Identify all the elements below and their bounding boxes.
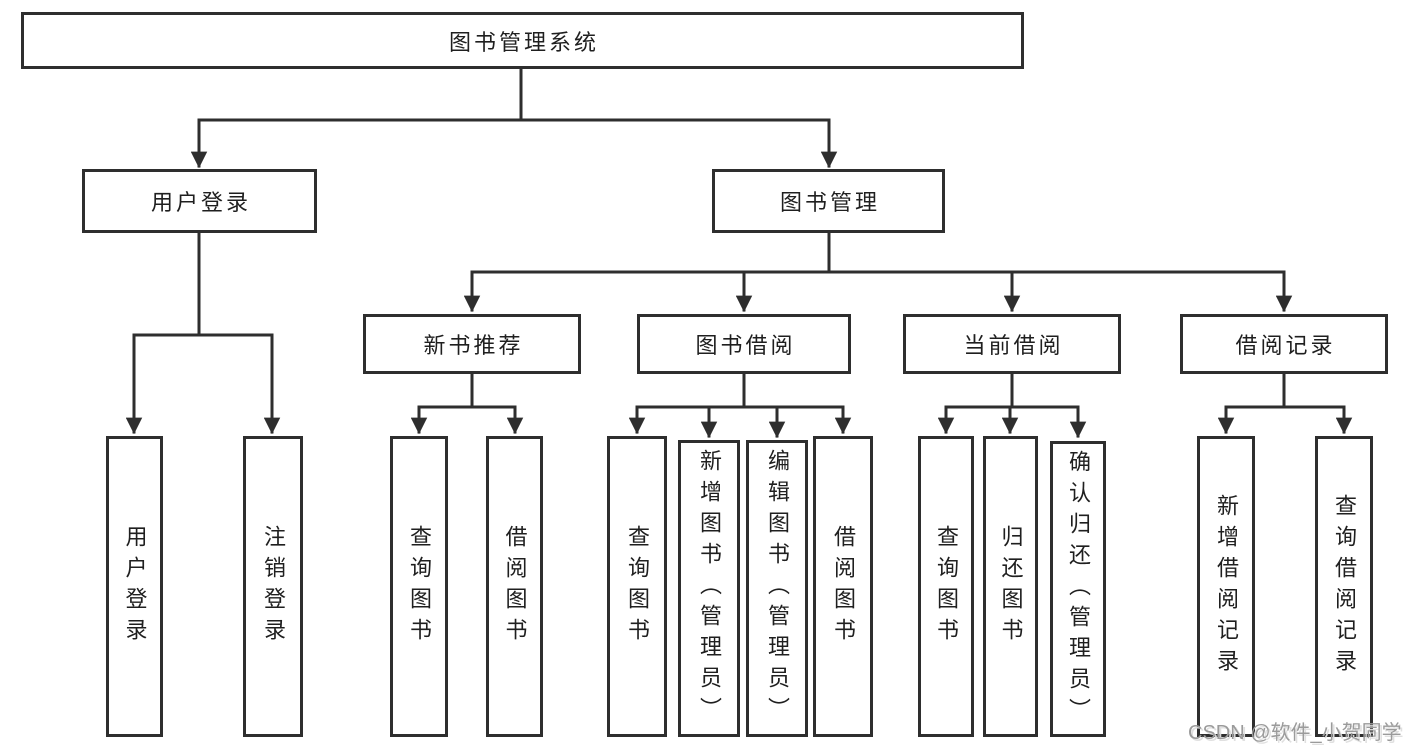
node-leaf-borrow-books-1-label: 借阅图书 <box>502 524 528 649</box>
node-leaf-return-books: 归还图书 <box>983 436 1038 737</box>
connector-book-borrow-children <box>628 372 852 439</box>
node-leaf-add-borrow-record-label: 新增借阅记录 <box>1214 493 1239 680</box>
node-current-borrowing-label: 当前借阅 <box>963 333 1064 358</box>
node-leaf-add-borrow-record: 新增借阅记录 <box>1197 436 1255 737</box>
node-leaf-borrow-books-1: 借阅图书 <box>486 436 543 737</box>
node-user-login: 用户登录 <box>82 169 317 233</box>
node-book-management-label: 图书管理 <box>779 190 880 215</box>
node-leaf-return-books-label: 归还图书 <box>998 524 1024 649</box>
node-leaf-borrow-books-2-label: 借阅图书 <box>831 524 856 649</box>
connector-user-login-children <box>125 231 281 435</box>
node-leaf-edit-book-admin: 编辑图书（管理员） <box>746 440 808 737</box>
node-leaf-add-book-admin: 新增图书（管理员） <box>678 440 740 737</box>
node-borrow-records: 借阅记录 <box>1180 314 1388 374</box>
node-book-borrowing: 图书借阅 <box>637 314 851 374</box>
node-leaf-query-books-3-label: 查询图书 <box>934 524 959 649</box>
node-leaf-logout-label: 注销登录 <box>261 524 286 649</box>
node-leaf-query-books-3: 查询图书 <box>918 436 974 737</box>
node-root-system-label: 图书管理系统 <box>448 29 599 55</box>
connector-borrow-record-children <box>1217 372 1353 435</box>
node-leaf-borrow-books-2: 借阅图书 <box>813 436 873 737</box>
node-leaf-query-books-2-label: 查询图书 <box>625 524 650 649</box>
node-book-management: 图书管理 <box>712 169 945 233</box>
node-leaf-confirm-return-admin: 确认归还（管理员） <box>1050 441 1106 737</box>
node-new-book-recommend: 新书推荐 <box>363 314 581 374</box>
connector-current-borrow-children <box>937 372 1087 439</box>
node-root-system: 图书管理系统 <box>21 12 1024 69</box>
node-user-login-label: 用户登录 <box>150 190 251 215</box>
node-leaf-logout: 注销登录 <box>243 436 303 737</box>
node-leaf-query-books-1: 查询图书 <box>390 436 448 737</box>
node-leaf-query-borrow-record-label: 查询借阅记录 <box>1332 493 1357 680</box>
connector-book-mgmt-children <box>463 231 1293 313</box>
node-leaf-edit-book-admin-label: 编辑图书（管理员） <box>765 449 790 728</box>
node-leaf-confirm-return-admin-label: 确认归还（管理员） <box>1066 449 1091 729</box>
node-leaf-user-login-label: 用户登录 <box>122 524 148 649</box>
csdn-watermark: CSDN @软件_小贺同学 <box>1188 722 1402 744</box>
connector-root-to-level2 <box>190 67 838 169</box>
node-leaf-query-books-1-label: 查询图书 <box>407 524 432 649</box>
node-leaf-query-books-2: 查询图书 <box>607 436 667 737</box>
node-leaf-query-borrow-record: 查询借阅记录 <box>1315 436 1373 737</box>
node-leaf-user-login: 用户登录 <box>106 436 163 737</box>
node-current-borrowing: 当前借阅 <box>903 314 1121 374</box>
connector-new-book-children <box>410 372 524 435</box>
node-book-borrowing-label: 图书借阅 <box>695 333 796 358</box>
node-borrow-records-label: 借阅记录 <box>1235 333 1336 358</box>
node-leaf-add-book-admin-label: 新增图书（管理员） <box>697 449 722 728</box>
node-new-book-recommend-label: 新书推荐 <box>423 333 524 358</box>
